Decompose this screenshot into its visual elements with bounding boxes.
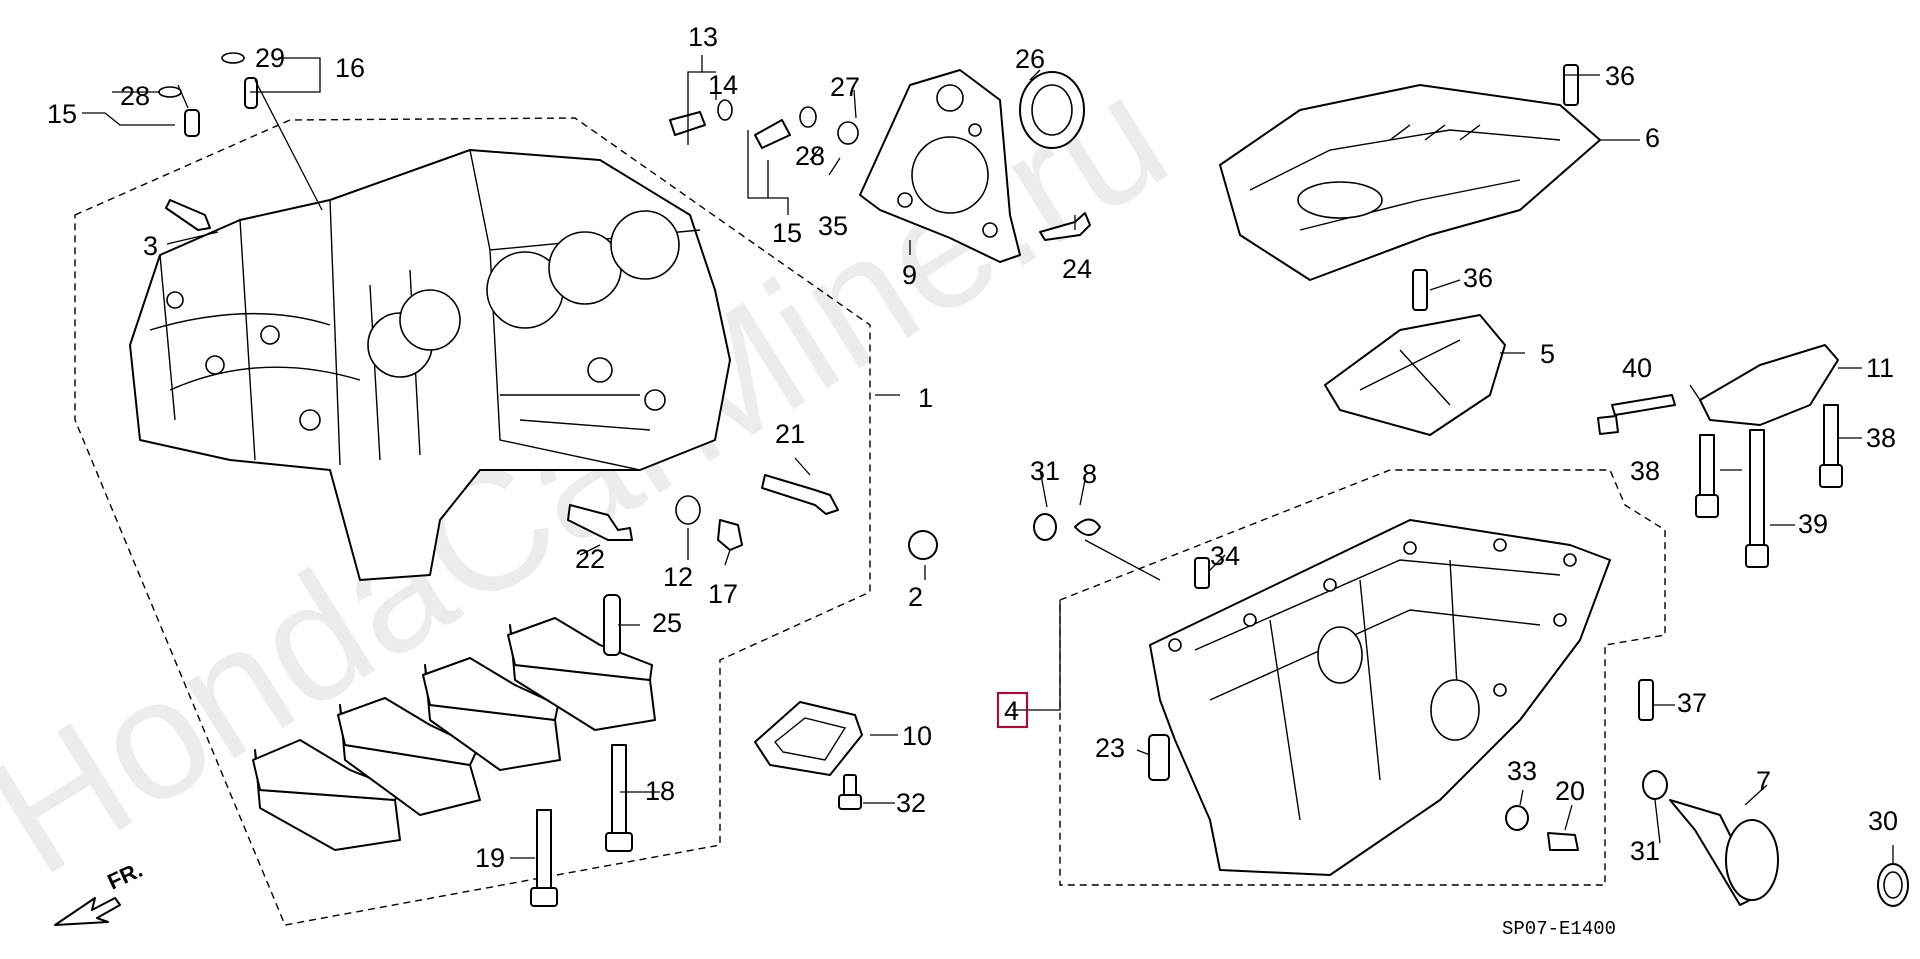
callout-33[interactable]: 33 [1507,756,1537,786]
callout-3[interactable]: 3 [143,231,158,261]
callout-21[interactable]: 21 [775,419,805,449]
callout-15-right[interactable]: 15 [772,218,802,248]
callout-7[interactable]: 7 [1756,766,1771,796]
callout-5[interactable]: 5 [1540,339,1555,369]
callout-36-middle[interactable]: 36 [1463,263,1493,293]
front-arrow-icon [54,897,121,926]
block-group-outline [74,117,871,926]
callout-9[interactable]: 9 [902,260,917,290]
callout-16[interactable]: 16 [335,53,365,83]
callout-35[interactable]: 35 [818,211,848,241]
callout-4[interactable]: 4 [1004,696,1019,726]
oilpan-group-outline [1059,469,1666,886]
callout-2[interactable]: 2 [908,582,923,612]
callout-10[interactable]: 10 [902,721,932,751]
callout-26[interactable]: 26 [1015,44,1045,74]
callout-38-right[interactable]: 38 [1866,423,1896,453]
callout-12[interactable]: 12 [663,562,693,592]
rear-seal-housing [859,69,1091,263]
callout-25[interactable]: 25 [652,608,682,638]
callout-15-left[interactable]: 15 [47,99,77,129]
callout-27[interactable]: 27 [830,72,860,102]
callout-23[interactable]: 23 [1095,733,1125,763]
leader-lines [82,55,1894,864]
callout-1[interactable]: 1 [918,383,933,413]
diagram-code: SP07-E1400 [1502,918,1616,940]
callout-28-left[interactable]: 28 [120,81,150,111]
callout-6[interactable]: 6 [1645,123,1660,153]
callout-19[interactable]: 19 [475,843,505,873]
oil-pan-baffle [1219,64,1601,436]
callout-labels: 1 2 3 4 5 6 7 8 9 10 11 12 13 14 15 15 1… [47,22,1898,873]
callout-36-top[interactable]: 36 [1605,61,1635,91]
callout-28-right[interactable]: 28 [795,141,825,171]
cylinder-block [129,149,731,581]
callout-32[interactable]: 32 [896,788,926,818]
callout-20[interactable]: 20 [1555,776,1585,806]
callout-8[interactable]: 8 [1082,459,1097,489]
main-bearing-caps [252,594,656,851]
callout-31-right[interactable]: 31 [1630,836,1660,866]
callout-24[interactable]: 24 [1062,254,1092,284]
highlight-box-item-4[interactable] [996,691,1029,729]
callout-11[interactable]: 11 [1866,353,1894,383]
callout-29[interactable]: 29 [255,43,285,73]
callout-17[interactable]: 17 [708,579,738,609]
callout-30[interactable]: 30 [1868,806,1898,836]
callout-22[interactable]: 22 [575,544,605,574]
callout-37[interactable]: 37 [1677,688,1707,718]
callout-39[interactable]: 39 [1798,509,1828,539]
oil-pan [1149,519,1611,876]
callout-13[interactable]: 13 [688,22,718,52]
stiffener-bracket [1597,344,1843,568]
bearing-cap-bolts [530,744,633,907]
callout-34[interactable]: 34 [1210,541,1240,571]
callout-14[interactable]: 14 [708,70,738,100]
callout-40[interactable]: 40 [1622,353,1652,383]
callout-38-left[interactable]: 38 [1630,456,1660,486]
callout-31-left[interactable]: 31 [1030,456,1060,486]
strainer-gasket [754,701,863,810]
oil-pan-small-parts [1033,513,1909,907]
callout-18[interactable]: 18 [645,776,675,806]
